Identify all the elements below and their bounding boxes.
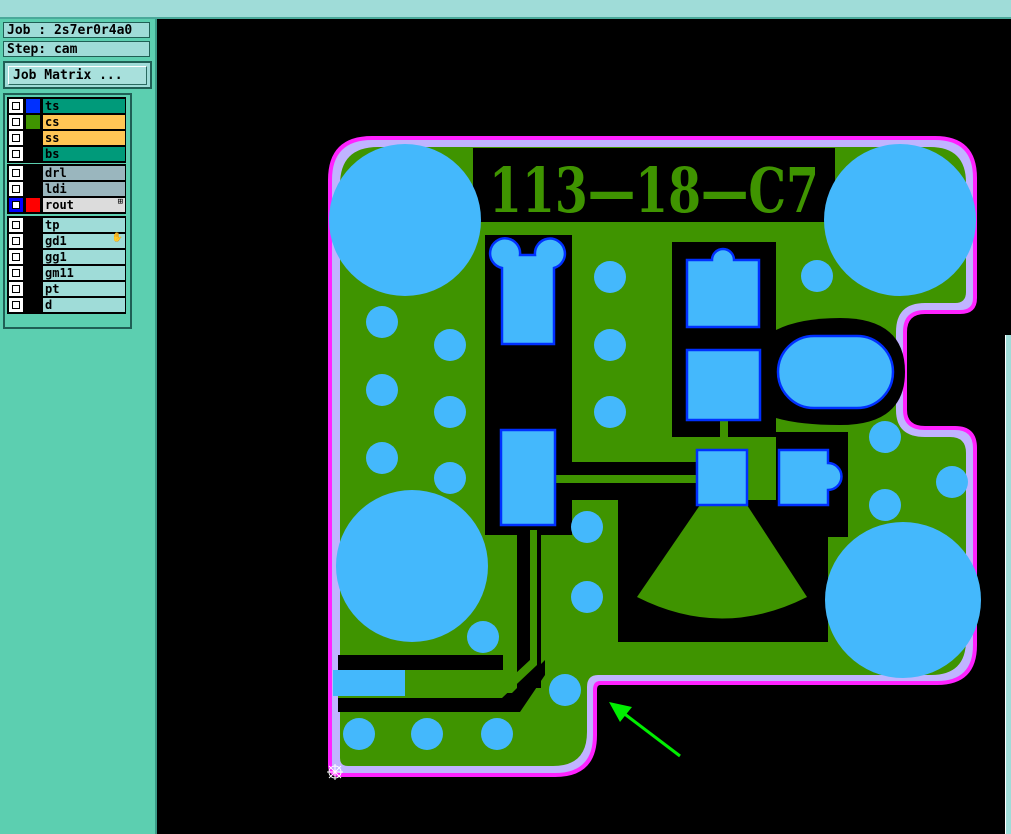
layer-row-cs[interactable]: cs [8,114,125,130]
layer-name[interactable]: gd1 [43,234,125,248]
layer-color-swatch [26,166,40,180]
board-text: 113—18—C7 [489,154,819,227]
layer-name[interactable]: ss [43,131,125,145]
job-matrix-button[interactable]: Job Matrix ... [8,66,147,85]
layer-color-swatch [26,218,40,232]
layer-checkbox[interactable] [9,182,23,196]
layer-name[interactable]: gg1 [43,250,125,264]
layer-checkbox[interactable] [9,250,23,264]
layer-name[interactable]: tp [43,218,125,232]
origin-marker-icon [327,764,343,780]
layer-row-ts[interactable]: ts [8,98,125,114]
layer-checkbox[interactable] [9,99,23,113]
expand-icon[interactable]: ⊞ [117,197,123,207]
step-label: Step: cam [3,41,150,57]
layer-row-gd1[interactable]: gd1✋ [8,233,125,249]
layer-row-bs[interactable]: bs [8,146,125,162]
layer-checkbox[interactable] [9,166,23,180]
job-label: Job : 2s7er0r4a0 [3,22,150,38]
layer-checkbox[interactable] [9,266,23,280]
layer-checkbox[interactable] [9,282,23,296]
smd-pads [488,237,895,527]
layer-color-swatch [26,147,40,161]
layer-row-gg1[interactable]: gg1 [8,249,125,265]
layer-checkbox[interactable] [9,198,23,212]
layer-checkbox[interactable] [9,147,23,161]
cone-shape [637,505,807,619]
layer-panel: Job : 2s7er0r4a0 Step: cam Job Matrix ..… [0,19,157,834]
layer-name[interactable]: drl [43,166,125,180]
layer-name[interactable]: bs [43,147,125,161]
layer-color-swatch [26,282,40,296]
layer-row-ldi[interactable]: ldi [8,181,125,197]
trace [720,420,728,455]
layer-checkbox[interactable] [9,115,23,129]
layer-name[interactable]: d [43,298,125,312]
pads [329,144,981,750]
layer-name[interactable]: pt [43,282,125,296]
layer-color-swatch [26,250,40,264]
arrow-annotation-icon [609,702,681,758]
layer-row-gm11[interactable]: gm11 [8,265,125,281]
layer-name[interactable]: ldi [43,182,125,196]
layer-checkbox[interactable] [9,298,23,312]
layer-color-swatch [26,234,40,248]
job-matrix-frame: Job Matrix ... [3,61,152,89]
layer-color-swatch [26,266,40,280]
layer-name[interactable]: gm11 [43,266,125,280]
layer-color-swatch [26,131,40,145]
layer-row-pt[interactable]: pt [8,281,125,297]
top-toolbar [0,0,1011,19]
trace [338,530,537,698]
layer-name[interactable]: cs [43,115,125,129]
layer-row-rout[interactable]: rout⊞ [8,197,125,213]
layer-row-tp[interactable]: tp [8,217,125,233]
board-layer-group: ts cs ss bs [7,97,126,163]
layer-row-d[interactable]: d [8,297,125,313]
hand-icon: ✋ [111,233,123,243]
layer-row-drl[interactable]: drl [8,165,125,181]
vertical-scrollbar[interactable] [1005,335,1011,834]
layer-color-swatch [26,198,40,212]
layer-checkbox[interactable] [9,131,23,145]
layer-checkbox[interactable] [9,218,23,232]
layer-name[interactable]: rout [43,198,125,212]
layer-color-swatch [26,182,40,196]
layer-checkbox[interactable] [9,234,23,248]
layer-color-swatch [26,99,40,113]
layer-color-swatch [26,115,40,129]
layer-color-swatch [26,298,40,312]
trace [555,475,700,483]
layer-row-ss[interactable]: ss [8,130,125,146]
layer-name[interactable]: ts [43,99,125,113]
